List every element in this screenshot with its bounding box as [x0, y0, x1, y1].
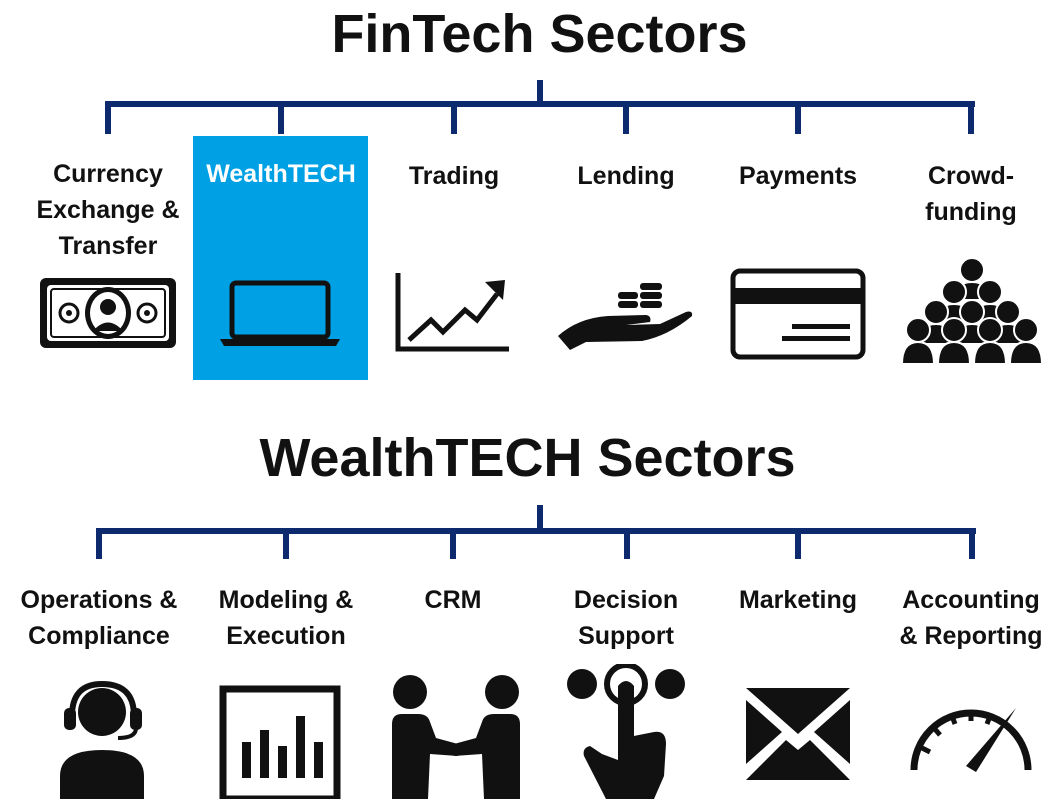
banknote-icon — [40, 278, 176, 348]
hand-with-coins-icon — [558, 283, 693, 350]
speedometer-icon — [910, 708, 1032, 772]
fintech-connector-tree — [105, 80, 975, 134]
sector-label-accounting-reporting: Accounting & Reporting — [899, 586, 1043, 650]
sector-label-marketing: Marketing — [738, 586, 858, 614]
bar-chart-icon — [219, 685, 341, 799]
sector-label-trading: Trading — [408, 162, 500, 190]
fintech-sectors-title: FinTech Sectors — [331, 4, 748, 64]
sector-label-crowdfunding: Crowd- funding — [925, 162, 1017, 226]
wealthtech-sectors-title: WealthTECH Sectors — [259, 428, 796, 488]
sector-label-operations-compliance: Operations & Compliance — [20, 586, 178, 650]
sector-label-lending: Lending — [577, 162, 675, 190]
wealthtech-connector-tree — [96, 505, 976, 559]
envelope-icon — [746, 688, 850, 780]
handshake-icon — [392, 675, 520, 799]
sector-label-crm: CRM — [424, 586, 482, 614]
sector-label-payments: Payments — [738, 162, 858, 190]
credit-card-icon — [730, 268, 866, 360]
crowd-icon — [900, 257, 1044, 365]
laptop-icon — [220, 280, 340, 346]
sector-label-decision-support: Decision Support — [573, 586, 679, 650]
headset-agent-icon — [60, 680, 144, 799]
sector-label-modeling-execution: Modeling & Execution — [218, 586, 354, 650]
sector-label-wealthtech: WealthTECH — [206, 160, 356, 188]
rising-chart-icon — [395, 273, 509, 352]
sector-label-currency-exchange: Currency Exchange & Transfer — [36, 160, 180, 260]
pointing-hand-icon — [567, 664, 685, 799]
